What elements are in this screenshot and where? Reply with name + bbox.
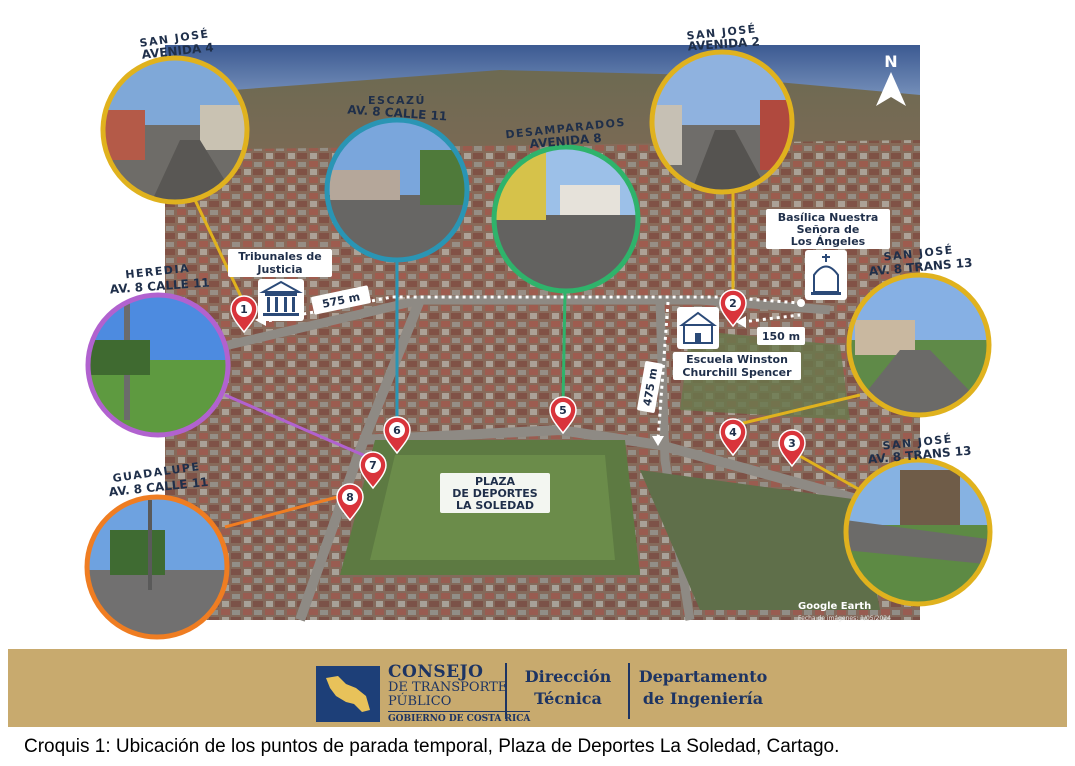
svg-text:150 m: 150 m [762, 330, 800, 343]
stop-pin-4[interactable]: 4 [719, 418, 747, 457]
svg-text:Los Ángeles: Los Ángeles [791, 235, 866, 248]
svg-text:Tribunales de: Tribunales de [238, 250, 321, 263]
stop-pin-8[interactable]: 8 [336, 483, 364, 522]
svg-text:Señora de: Señora de [797, 223, 860, 236]
org-line-3: PÚBLICO [388, 694, 452, 709]
svg-text:AVENIDA 8: AVENIDA 8 [529, 131, 602, 151]
svg-text:3: 3 [788, 437, 796, 450]
stop-pin-3[interactable]: 3 [778, 429, 806, 468]
svg-text:5: 5 [559, 404, 567, 417]
distance-paths [261, 295, 801, 441]
svg-text:PLAZA: PLAZA [475, 475, 516, 488]
north-arrow-icon: N [876, 52, 906, 106]
plaza-label: PLAZA DE DEPORTES LA SOLEDAD [440, 473, 550, 513]
org-brand: CONSEJO DE TRANSPORTE PÚBLICO GOBIERNO D… [388, 662, 531, 726]
stop-photo-5 [491, 144, 641, 294]
unit-departamento-ingenieria: Departamento de Ingeniería [638, 667, 768, 708]
stop-photo-4 [843, 457, 993, 607]
distance-label-475: 475 m [637, 361, 663, 413]
svg-text:Justicia: Justicia [256, 263, 302, 276]
svg-text:4: 4 [729, 426, 737, 439]
stop-photo-2 [649, 49, 795, 195]
svg-text:N: N [884, 52, 897, 71]
svg-text:8: 8 [346, 491, 354, 504]
stop-photo-7 [85, 292, 231, 438]
tribunales-label: Tribunales de Justicia [228, 249, 332, 277]
basilica-icon [805, 250, 847, 300]
footer-divider-1 [505, 663, 507, 719]
map-figure: 575 m 150 m 475 m Tribunales de Justicia [84, 22, 993, 640]
connector-lines [193, 190, 861, 529]
stop-label-6: ESCAZÚ AV. 8 CALLE 11 [347, 94, 448, 123]
svg-text:AV. 8 CALLE 11: AV. 8 CALLE 11 [109, 276, 210, 297]
svg-text:AVENIDA 2: AVENIDA 2 [687, 35, 760, 54]
svg-text:1: 1 [240, 303, 248, 316]
svg-text:6: 6 [393, 424, 401, 437]
svg-text:DE DEPORTES: DE DEPORTES [452, 487, 538, 500]
org-line-4: GOBIERNO DE COSTA RICA [388, 711, 531, 726]
svg-text:Churchill Spencer: Churchill Spencer [682, 366, 792, 379]
stop-photo-6 [324, 117, 470, 263]
stop-pin-6[interactable]: 6 [383, 416, 411, 455]
stop-photo-3 [846, 272, 992, 418]
courthouse-icon [258, 279, 304, 321]
unit-direccion-tecnica: Dirección Técnica [524, 667, 612, 708]
escuela-label: Escuela Winston Churchill Spencer [673, 352, 801, 380]
svg-text:LA SOLEDAD: LA SOLEDAD [456, 499, 534, 512]
distance-label-150: 150 m [757, 327, 805, 345]
org-line-1: CONSEJO [388, 662, 484, 682]
footer-divider-2 [628, 663, 630, 719]
school-icon [677, 307, 719, 349]
stop-pin-5[interactable]: 5 [549, 396, 577, 435]
stop-label-2: SAN JOSÉ AVENIDA 2 [686, 22, 760, 53]
aerial-image [163, 45, 920, 622]
svg-text:Basílica Nuestra: Basílica Nuestra [778, 211, 879, 224]
google-earth-attribution: Google Earth [798, 601, 871, 612]
stop-photo-8 [84, 494, 230, 640]
imagery-date-note: Fecha de imágenes: 1/05/2024 [798, 615, 891, 622]
stop-pin-7[interactable]: 7 [359, 451, 387, 490]
footer-banner: CONSEJO DE TRANSPORTE PÚBLICO GOBIERNO D… [8, 649, 1067, 727]
svg-text:7: 7 [369, 459, 377, 472]
costa-rica-map-logo-icon [316, 666, 380, 722]
stop-pin-1[interactable]: 1 [230, 295, 258, 334]
stop-photo-1 [100, 55, 250, 205]
svg-text:2: 2 [729, 297, 737, 310]
org-line-2: DE TRANSPORTE [388, 680, 508, 695]
basilica-label: Basílica Nuestra Señora de Los Ángeles [766, 209, 890, 249]
svg-text:Escuela Winston: Escuela Winston [686, 353, 788, 366]
distance-label-575: 575 m [311, 285, 371, 315]
svg-text:ESCAZÚ: ESCAZÚ [368, 94, 426, 107]
svg-text:AV. 8 CALLE 11: AV. 8 CALLE 11 [347, 103, 448, 124]
stop-pin-2[interactable]: 2 [719, 289, 747, 328]
figure-caption: Croquis 1: Ubicación de los puntos de pa… [24, 736, 840, 757]
